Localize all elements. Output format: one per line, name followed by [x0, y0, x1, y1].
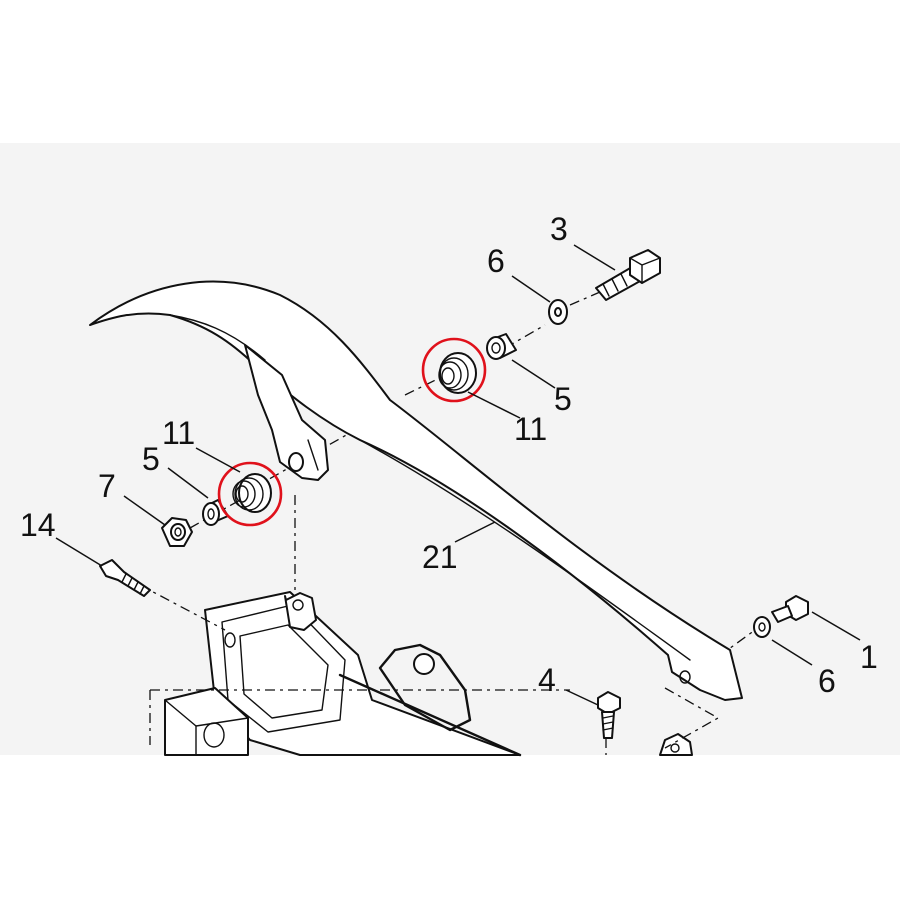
callout-7: 7	[98, 468, 116, 504]
highlight-circle-lower	[217, 461, 283, 527]
callout-11-lower: 11	[162, 415, 195, 451]
callout-labels: 3 6 5 11 11 5 7 14 21 4 1 6	[20, 211, 878, 699]
washer-6-upper	[548, 299, 568, 325]
bolt-1	[771, 595, 809, 623]
callout-21: 21	[422, 539, 458, 575]
callout-4: 4	[538, 662, 556, 698]
grommet-11-lower	[232, 473, 272, 513]
belt-guard	[89, 280, 743, 701]
spacer-5-upper	[486, 333, 517, 360]
bolt-4	[597, 691, 621, 739]
callout-5-lower: 5	[142, 441, 160, 477]
swingarm-frame	[164, 591, 693, 757]
grommet-11-upper	[438, 352, 477, 394]
callout-11-upper: 11	[514, 411, 547, 447]
callout-5-upper: 5	[554, 381, 572, 417]
highlight-circle-upper	[421, 337, 487, 403]
bolt-14	[99, 559, 151, 597]
nut-7	[161, 517, 193, 547]
spacer-5-lower	[202, 499, 229, 526]
callout-1: 1	[860, 639, 878, 675]
callout-6-upper: 6	[487, 243, 505, 279]
leader-lines	[55, 244, 861, 706]
bolt-3	[595, 249, 661, 301]
callout-3: 3	[550, 211, 568, 247]
washer-6-lower	[753, 616, 771, 638]
callout-14: 14	[20, 507, 56, 543]
callout-6-lower: 6	[818, 663, 836, 699]
